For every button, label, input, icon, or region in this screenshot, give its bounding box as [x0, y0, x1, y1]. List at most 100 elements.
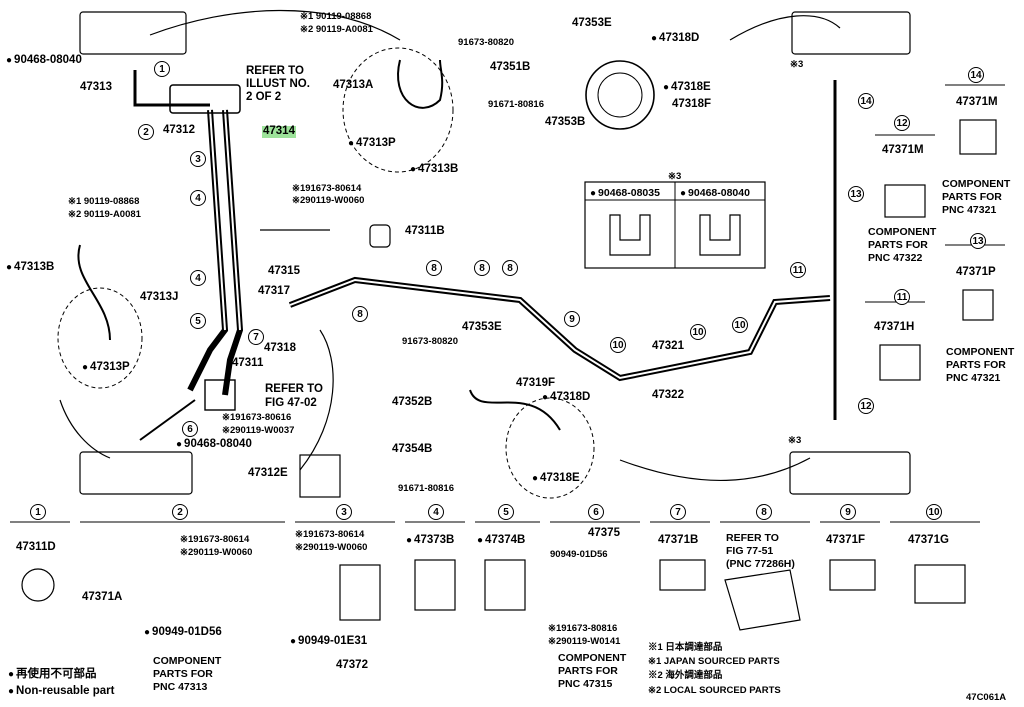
callout-11-top: 11: [790, 262, 806, 278]
note-local-90119-a0081: ※2 90119-A0081: [300, 24, 373, 35]
part-47371f: 47371F: [826, 534, 866, 546]
callout-1-bottom: 1: [30, 504, 46, 520]
callout-2-bottom: 2: [172, 504, 188, 520]
part-91673-80820-top: 91673-80820: [458, 37, 514, 48]
part-47353e-mid: 47353E: [462, 321, 502, 333]
refer-fig-line2: FIG 47-02: [265, 397, 317, 409]
callout-5-top: 5: [190, 313, 206, 329]
diagram-id: 47C061A: [966, 692, 1007, 703]
part-47318e-top: 47318E: [663, 81, 711, 94]
note-local-90119-w0141: ※290119-W0141: [548, 636, 621, 647]
note-local-90119-a0081-left: ※2 90119-A0081: [68, 209, 141, 220]
callout-10-c: 10: [732, 317, 748, 333]
part-90949-01e31: 90949-01E31: [290, 635, 367, 648]
note-japan-91673-80614-b: ※191673-80614: [180, 534, 250, 545]
callout-7-bottom: 7: [670, 504, 686, 520]
part-47371m-12: 47371M: [882, 144, 924, 156]
callout-12-top: 12: [858, 398, 874, 414]
part-47313b-left: 47313B: [6, 261, 54, 274]
part-47313j: 47313J: [140, 291, 179, 303]
callout-3-bottom: 3: [336, 504, 352, 520]
washer-90468-08040: 90468-08040: [680, 187, 750, 199]
part-47313: 47313: [80, 81, 112, 93]
callout-13-top: 13: [848, 186, 864, 202]
note-local-90119-w0060-c: ※290119-W0060: [295, 542, 368, 553]
callout-4-lower: 4: [190, 270, 206, 286]
part-91671-80816-mid: 91671-80816: [398, 483, 454, 494]
note-japan-en: ※1 JAPAN SOURCED PARTS: [648, 656, 780, 667]
part-47353e-top: 47353E: [572, 17, 612, 29]
part-47318f: 47318F: [672, 98, 712, 110]
part-47371a: 47371A: [82, 591, 123, 603]
part-47311d: 47311D: [16, 541, 56, 553]
note-japan-90119-08868: ※1 90119-08868: [300, 11, 372, 22]
callout-1-top: 1: [154, 61, 170, 77]
callout-10-b: 10: [690, 324, 706, 340]
part-47374b: 47374B: [477, 534, 525, 547]
callout-9-top: 9: [564, 311, 580, 327]
washer-box-note: ※3: [668, 171, 682, 182]
part-47317: 47317: [258, 285, 290, 297]
callout-6-bottom: 6: [588, 504, 604, 520]
callout-11-right: 11: [894, 289, 910, 305]
callout-8-b: 8: [474, 260, 490, 276]
callout-7-top: 7: [248, 329, 264, 345]
note-local-90119-w0060-b: ※290119-W0060: [180, 547, 253, 558]
part-47315: 47315: [268, 265, 300, 277]
part-47311b: 47311B: [405, 225, 445, 237]
part-47311: 47311: [232, 357, 264, 369]
part-47353b: 47353B: [545, 116, 586, 128]
part-47312e: 47312E: [248, 467, 288, 479]
refer-illust-line2: ILLUST NO.: [246, 78, 310, 90]
part-47371m-14: 47371M: [956, 96, 998, 108]
note-local-90119-w0037: ※290119-W0037: [222, 425, 295, 436]
part-90468-08040-low: 90468-08040: [176, 438, 252, 451]
callout-12-right: 12: [894, 115, 910, 131]
note-japan-91673-80816: ※191673-80816: [548, 623, 618, 634]
refer-illust-line3: 2 OF 2: [246, 91, 282, 103]
callout-4-bottom: 4: [428, 504, 444, 520]
part-47371g: 47371G: [908, 534, 949, 546]
callout-8-a: 8: [426, 260, 442, 276]
note-star3-top-right: ※3: [790, 59, 804, 70]
note-local-en: ※2 LOCAL SOURCED PARTS: [648, 685, 781, 696]
part-47371b: 47371B: [658, 534, 699, 546]
part-47371p: 47371P: [956, 266, 996, 278]
part-47372: 47372: [336, 659, 368, 671]
refer-illust-line1: REFER TO: [246, 65, 304, 77]
legend-non-reusable-en: Non-reusable part: [8, 685, 114, 698]
part-91671-80816-top: 91671-80816: [488, 99, 544, 110]
callout-2-top: 2: [138, 124, 154, 140]
part-47313b-top: 47313B: [410, 163, 458, 176]
part-90468-08040-top: 90468-08040: [6, 54, 82, 67]
legend-non-reusable-jp: 再使用不可部品: [8, 668, 97, 681]
part-47318d-top: 47318D: [651, 32, 699, 45]
part-91673-80820-mid: 91673-80820: [402, 336, 458, 347]
washer-90468-08035: 90468-08035: [590, 187, 660, 199]
refer-fig-line1: REFER TO: [265, 383, 323, 395]
part-47351b: 47351B: [490, 61, 531, 73]
part-47318: 47318: [264, 342, 296, 354]
part-47375: 47375: [588, 527, 620, 539]
note-local-90119-w0060: ※290119-W0060: [292, 195, 365, 206]
callout-4-upper: 4: [190, 190, 206, 206]
callout-14-right: 14: [968, 67, 984, 83]
part-47322: 47322: [652, 389, 684, 401]
part-47352b: 47352B: [392, 396, 433, 408]
note-japan-91673-80616: ※191673-80616: [222, 412, 292, 423]
callout-3-top: 3: [190, 151, 206, 167]
callout-9-bottom: 9: [840, 504, 856, 520]
part-47313p-left: 47313P: [82, 361, 130, 374]
callout-10-bottom: 10: [926, 504, 942, 520]
part-47319f: 47319F: [516, 377, 556, 389]
callout-14-top: 14: [858, 93, 874, 109]
note-star3-bottom-right: ※3: [788, 435, 802, 446]
callout-8-d: 8: [352, 306, 368, 322]
part-47318e-mid: 47318E: [532, 472, 580, 485]
